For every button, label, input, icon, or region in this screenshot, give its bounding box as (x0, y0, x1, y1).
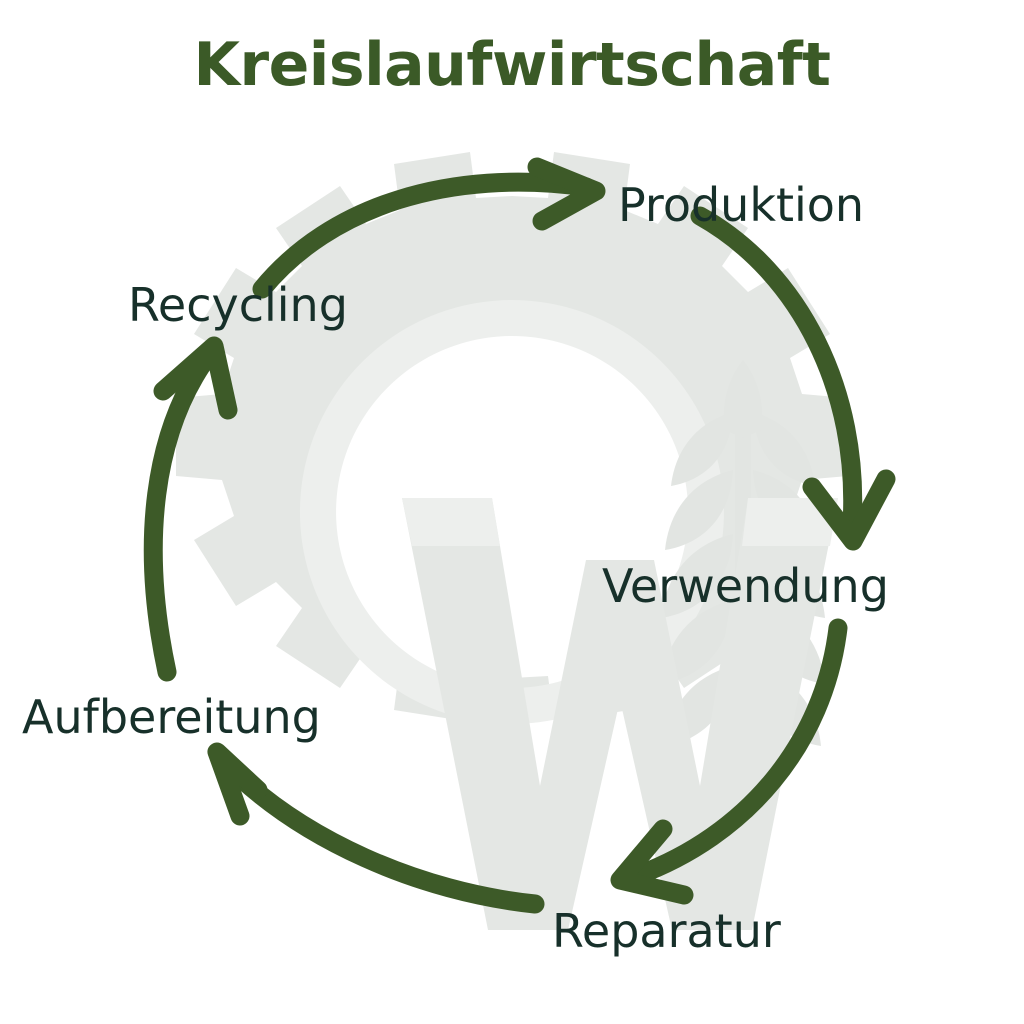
arrow-verwendung-to-reparatur (610, 618, 848, 905)
arrow-produktion-to-verwendung (690, 206, 896, 551)
arrow-recycling-to-produktion (252, 157, 606, 299)
stage-label-produktion: Produktion (618, 178, 865, 232)
arrow-aufbereitung-to-recycling (143, 336, 238, 682)
stage-label-aufbereitung: Aufbereitung (22, 690, 321, 744)
arrow-reparatur-to-aufbereitung (207, 742, 545, 914)
stage-label-verwendung: Verwendung (602, 559, 889, 613)
stage-label-recycling: Recycling (128, 278, 348, 332)
page-title: Kreislaufwirtschaft (193, 30, 831, 100)
stage-label-reparatur: Reparatur (552, 904, 781, 958)
